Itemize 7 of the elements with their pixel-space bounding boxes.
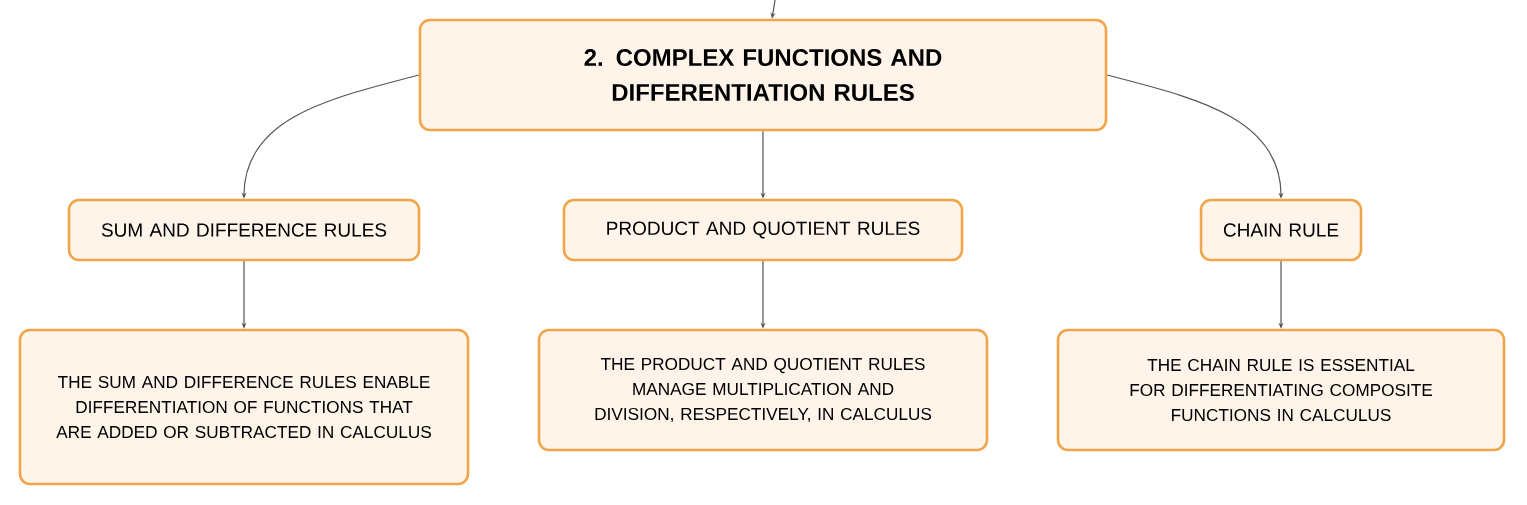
subtopic-box: SUM AND DIFFERENCE RULES <box>67 198 421 262</box>
description-box: THE PRODUCT AND QUOTIENT RULES MANAGE MULTIPLICATION AND DIVISION, RESPECTIVELY, IN CALCULUS <box>537 328 989 452</box>
subtopic-box: CHAIN RULE <box>1199 198 1363 262</box>
topic-box: 2. COMPLEX FUNCTIONS AND DIFFERENTIATION RULES <box>418 18 1108 132</box>
description-box: THE SUM AND DIFFERENCE RULES ENABLE DIFFERENTIATION OF FUNCTIONS THAT ARE ADDED OR SUBTRACTED IN CALCULUS <box>18 328 470 486</box>
description-box: THE CHAIN RULE IS ESSENTIAL FOR DIFFERENTIATING COMPOSITE FUNCTIONS IN CALCULUS <box>1056 328 1506 452</box>
subtopic-box: PRODUCT AND QUOTIENT RULES <box>562 198 964 262</box>
